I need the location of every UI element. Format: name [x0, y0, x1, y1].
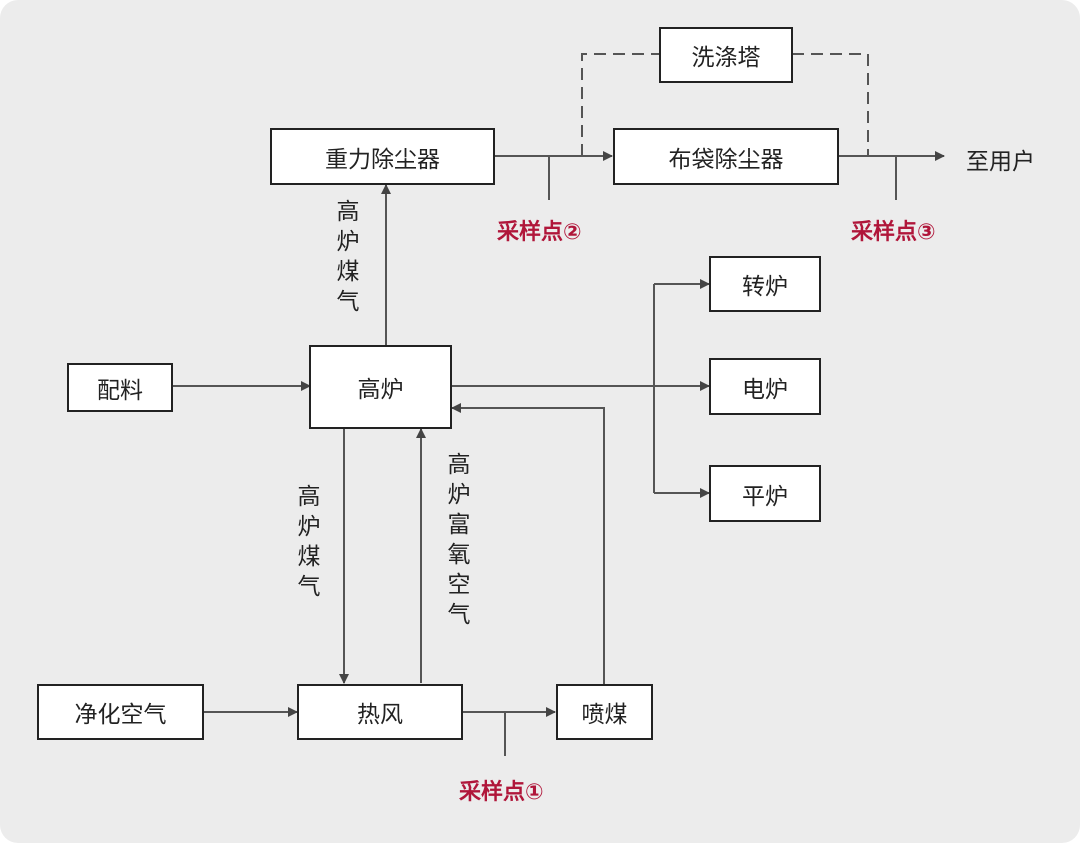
clean-air-box: 净化空气 — [37, 684, 204, 740]
blast-furnace-box: 高炉 — [309, 345, 452, 429]
batching-box: 配料 — [67, 363, 173, 412]
bf-gas-label-upper: 高炉煤气 — [332, 199, 358, 319]
washer-bypass-right — [792, 53, 869, 156]
washer-bypass-left — [581, 53, 660, 156]
to-user-label: 至用户 — [966, 149, 1035, 175]
bf-gas-label-lower: 高炉煤气 — [293, 484, 319, 604]
coal-injection-box: 喷煤 — [556, 684, 653, 740]
sampling-point-3: 采样点③ — [851, 220, 936, 245]
coal-to-bf-arrow — [451, 403, 605, 684]
electric-furnace-box: 电炉 — [709, 358, 821, 415]
flat-furnace-box: 平炉 — [709, 465, 821, 522]
gravity-dust-collector-box: 重力除尘器 — [270, 128, 495, 185]
hot-air-box: 热风 — [297, 684, 463, 740]
converter-box: 转炉 — [709, 256, 821, 312]
sampling-point-1: 采样点① — [459, 780, 544, 805]
washer-box: 洗涤塔 — [659, 27, 793, 83]
sampling-point-2: 采样点② — [497, 220, 582, 245]
bf-oxygen-air-label: 高炉富氧空气 — [443, 452, 469, 632]
bag-dust-collector-box: 布袋除尘器 — [613, 128, 839, 185]
